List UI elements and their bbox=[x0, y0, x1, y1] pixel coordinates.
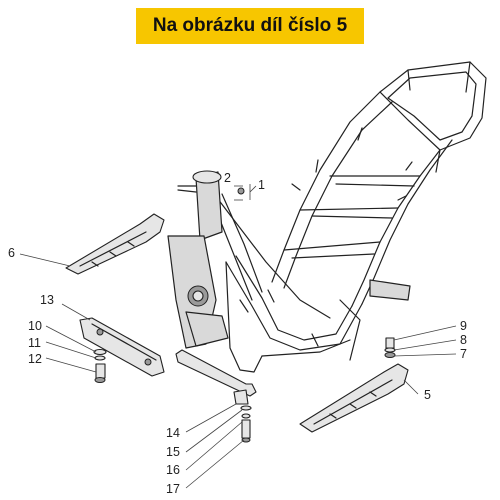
leader-lines bbox=[19, 184, 457, 489]
callout-5: 5 bbox=[424, 388, 431, 402]
callout-2: 2 bbox=[224, 171, 231, 185]
parts-10-11-12-fasteners bbox=[93, 348, 107, 383]
callout-7: 7 bbox=[460, 347, 467, 361]
callout-11: 11 bbox=[28, 336, 41, 350]
callout-8: 8 bbox=[460, 333, 467, 347]
banner-text: Na obrázku díl číslo 5 bbox=[152, 15, 348, 36]
part-14-strut bbox=[175, 349, 257, 405]
part-2-cap-icon bbox=[237, 187, 245, 195]
callout-14: 14 bbox=[166, 426, 180, 440]
callout-1: 1 bbox=[258, 178, 265, 192]
part-13-bracket bbox=[79, 317, 165, 377]
callout-numbers: 2 1 6 13 10 11 12 14 15 16 17 9 8 7 5 bbox=[8, 171, 467, 496]
part-5-right-floor-rail bbox=[299, 363, 409, 433]
parts-7-8-9-fasteners bbox=[384, 337, 396, 358]
parts-15-16-17-fasteners bbox=[240, 405, 252, 443]
callout-16: 16 bbox=[166, 463, 180, 477]
highlight-banner: Na obrázku díl číslo 5 bbox=[136, 8, 364, 44]
scooter-frame bbox=[167, 61, 487, 373]
part-6-left-floor-rail bbox=[65, 213, 165, 275]
callout-10: 10 bbox=[28, 319, 42, 333]
callout-9: 9 bbox=[460, 319, 467, 333]
callout-17: 17 bbox=[166, 482, 180, 496]
callout-13: 13 bbox=[40, 293, 54, 307]
callout-15: 15 bbox=[166, 445, 180, 459]
callout-12: 12 bbox=[28, 352, 42, 366]
callout-6: 6 bbox=[8, 246, 15, 260]
